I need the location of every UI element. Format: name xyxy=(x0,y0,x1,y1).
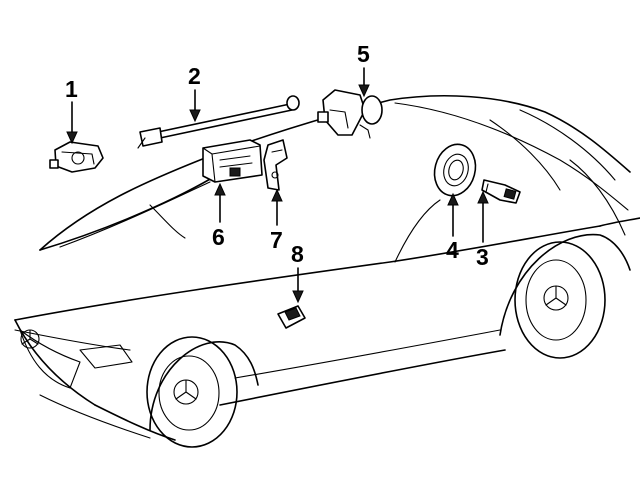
part-5-actuator xyxy=(317,89,383,139)
callout-2: 2 xyxy=(188,63,201,89)
part-3-plug xyxy=(481,179,521,204)
car-outline xyxy=(14,95,640,448)
part-1-sensor xyxy=(49,141,104,173)
part-4-filler-ring xyxy=(433,143,477,197)
callout-4: 4 xyxy=(446,237,459,263)
part-7-bracket xyxy=(263,139,288,191)
leader-lines xyxy=(66,67,489,304)
callout-7: 7 xyxy=(270,227,283,253)
part-8-switch xyxy=(277,305,306,329)
part-6-module xyxy=(202,139,263,183)
callout-8: 8 xyxy=(291,241,304,267)
callout-1: 1 xyxy=(65,76,78,102)
part-2-rod xyxy=(137,95,300,149)
callout-3: 3 xyxy=(476,244,489,270)
callout-5: 5 xyxy=(357,41,370,67)
callout-6: 6 xyxy=(212,224,225,250)
